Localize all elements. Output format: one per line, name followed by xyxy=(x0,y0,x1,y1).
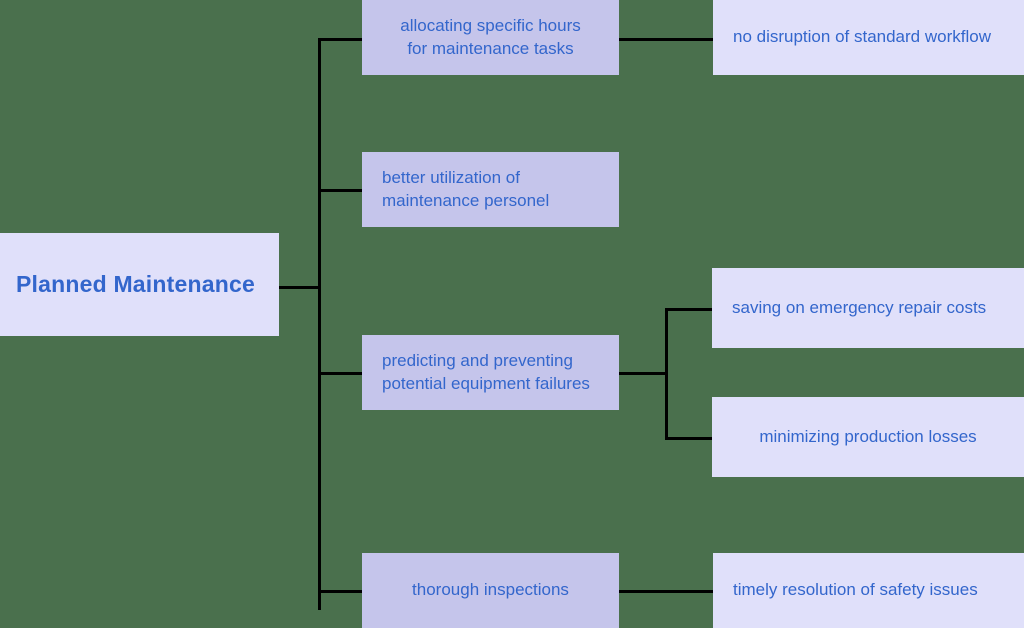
node-branch-allocating-specific-hours[interactable]: allocating specific hours for maintenanc… xyxy=(362,0,619,75)
connector-subtrunk-to-leaf-1 xyxy=(665,308,714,311)
connector-trunk-to-branch-1 xyxy=(318,38,363,41)
connector-subtrunk-to-leaf-2 xyxy=(665,437,714,440)
connector-main-trunk xyxy=(318,38,321,610)
connector-trunk-to-branch-4 xyxy=(318,590,363,593)
connector-trunk-to-branch-2 xyxy=(318,189,363,192)
node-leaf-timely-resolution-of-safety-issues[interactable]: timely resolution of safety issues xyxy=(713,553,1024,628)
node-leaf-saving-on-emergency-repair-costs[interactable]: saving on emergency repair costs xyxy=(712,268,1024,348)
node-root-planned-maintenance[interactable]: Planned Maintenance xyxy=(0,233,279,336)
node-branch-predicting-and-preventing[interactable]: predicting and preventing potential equi… xyxy=(362,335,619,410)
connector-sub-trunk xyxy=(665,308,668,440)
node-leaf-minimizing-production-losses[interactable]: minimizing production losses xyxy=(712,397,1024,477)
connector-root-to-trunk xyxy=(279,286,321,289)
connector-branch-3-to-subtrunk xyxy=(618,372,668,375)
connector-branch-4-to-leaf xyxy=(618,590,714,593)
connector-branch-1-to-leaf xyxy=(618,38,714,41)
node-branch-better-utilization[interactable]: better utilization of maintenance person… xyxy=(362,152,619,227)
connector-trunk-to-branch-3 xyxy=(318,372,363,375)
node-branch-thorough-inspections[interactable]: thorough inspections xyxy=(362,553,619,628)
node-leaf-no-disruption-of-standard-workflow[interactable]: no disruption of standard workflow xyxy=(713,0,1024,75)
